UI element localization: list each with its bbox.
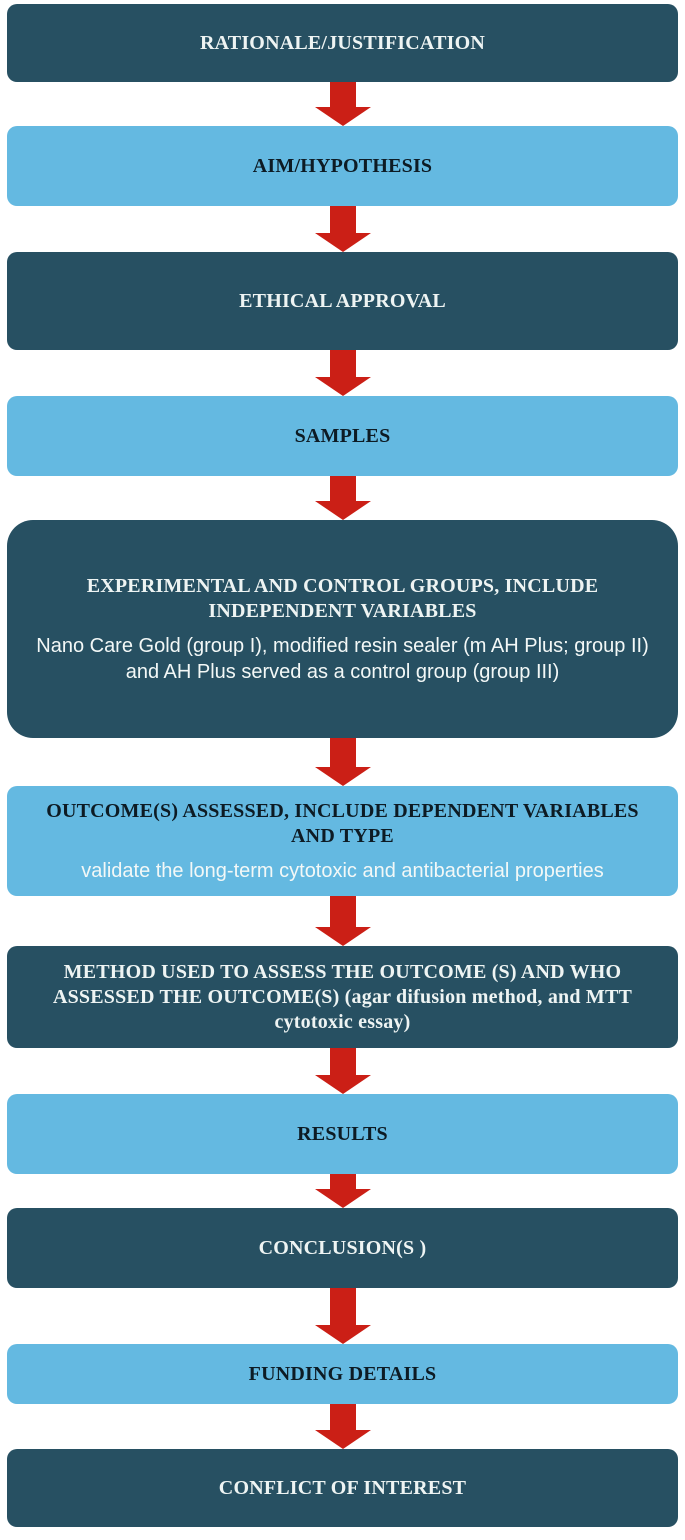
arrow-head: [314, 927, 371, 946]
arrow-shaft: [329, 1174, 356, 1189]
arrow-head: [314, 501, 371, 520]
down-arrow-icon: [314, 1288, 371, 1344]
down-arrow-icon: [314, 896, 371, 946]
down-arrow-icon: [314, 206, 371, 252]
arrow-head: [314, 767, 371, 786]
step-title: CONCLUSION(S ): [258, 1236, 427, 1259]
down-arrow-icon: [314, 1048, 371, 1094]
step-title: CONFLICT OF INTEREST: [218, 1476, 467, 1499]
step-aim-hypothesis: AIM/HYPOTHESIS: [7, 126, 678, 206]
arrow-shaft: [329, 896, 356, 927]
arrow-head: [314, 1325, 371, 1344]
step-method-used: METHOD USED TO ASSESS THE OUTCOME (S) AN…: [7, 946, 678, 1048]
down-arrow-icon: [314, 1174, 371, 1208]
step-rationale-justification: RATIONALE/JUSTIFICATION: [7, 4, 678, 82]
arrow-head: [314, 377, 371, 396]
step-experimental-control-groups: EXPERIMENTAL AND CONTROL GROUPS, INCLUDE…: [7, 520, 678, 738]
arrow-shaft: [329, 206, 356, 233]
step-title: FUNDING DETAILS: [248, 1362, 437, 1385]
step-funding-details: FUNDING DETAILS: [7, 1344, 678, 1404]
arrow-head: [314, 1189, 371, 1208]
arrow-head: [314, 1075, 371, 1094]
step-conclusions: CONCLUSION(S ): [7, 1208, 678, 1288]
step-conflict-of-interest: CONFLICT OF INTEREST: [7, 1449, 678, 1527]
step-title: SAMPLES: [294, 424, 391, 447]
arrow-shaft: [329, 738, 356, 767]
arrow-shaft: [329, 1048, 356, 1075]
step-body: Nano Care Gold (group I), modified resin…: [36, 634, 649, 683]
down-arrow-icon: [314, 476, 371, 520]
arrow-shaft: [329, 476, 356, 501]
step-title: RESULTS: [297, 1122, 388, 1145]
step-title: EXPERIMENTAL AND CONTROL GROUPS, INCLUDE…: [86, 574, 599, 622]
arrow-shaft: [329, 82, 356, 107]
step-samples: SAMPLES: [7, 396, 678, 476]
arrow-head: [314, 233, 371, 252]
arrow-shaft: [329, 1404, 356, 1430]
arrow-head: [314, 1430, 371, 1449]
arrow-shaft: [329, 350, 356, 377]
down-arrow-icon: [314, 82, 371, 126]
down-arrow-icon: [314, 1404, 371, 1449]
step-title: OUTCOME(S) ASSESSED, INCLUDE DEPENDENT V…: [46, 799, 639, 847]
step-ethical-approval: ETHICAL APPROVAL: [7, 252, 678, 350]
down-arrow-icon: [314, 738, 371, 786]
arrow-head: [314, 107, 371, 126]
down-arrow-icon: [314, 350, 371, 396]
step-title: METHOD USED TO ASSESS THE OUTCOME (S) AN…: [52, 960, 633, 1033]
step-title: AIM/HYPOTHESIS: [252, 154, 433, 177]
step-results: RESULTS: [7, 1094, 678, 1174]
step-title: ETHICAL APPROVAL: [239, 289, 446, 312]
arrow-shaft: [329, 1288, 356, 1325]
step-body: validate the long-term cytotoxic and ant…: [81, 859, 604, 882]
step-outcomes-assessed: OUTCOME(S) ASSESSED, INCLUDE DEPENDENT V…: [7, 786, 678, 896]
step-title: RATIONALE/JUSTIFICATION: [199, 31, 486, 54]
